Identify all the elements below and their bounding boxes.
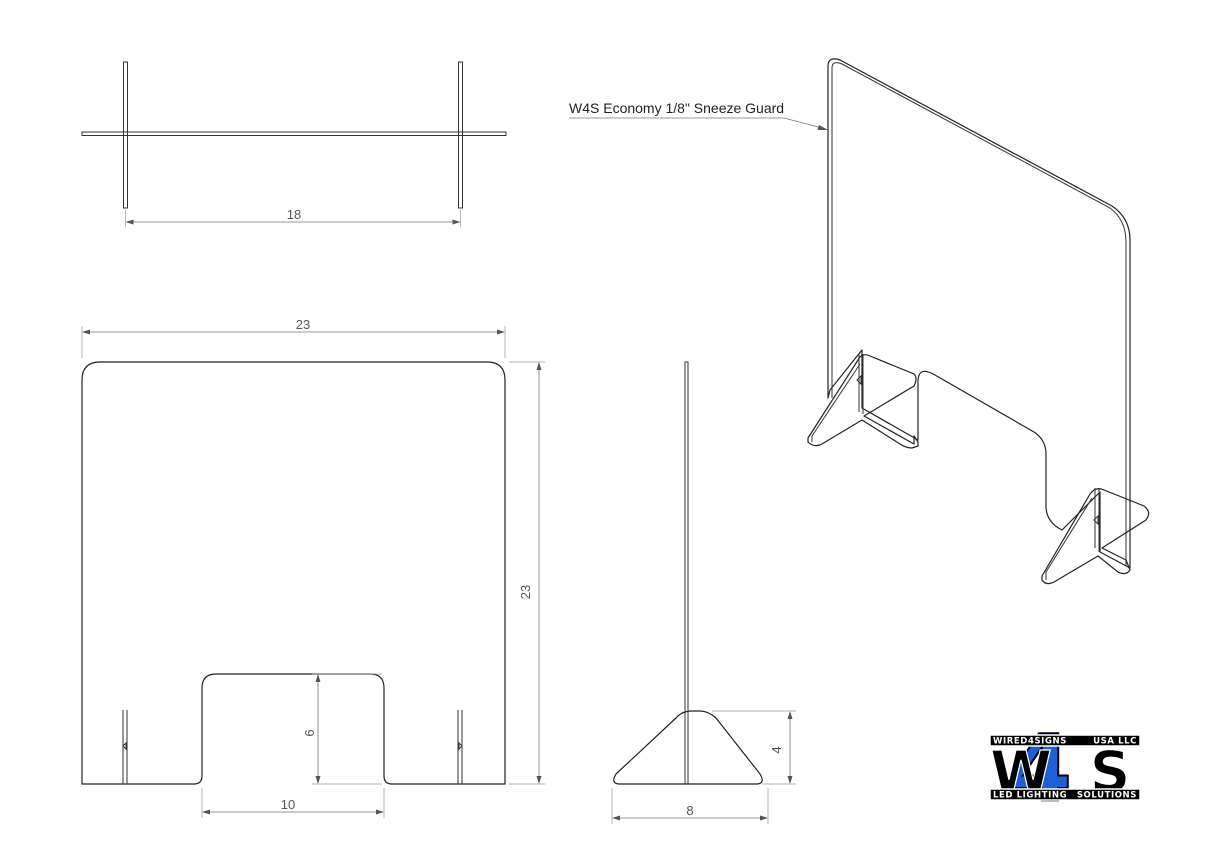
top-view: 18 [81, 61, 507, 227]
cutout-width-dimension: 10 [281, 797, 295, 812]
logo-bottom-right: SOLUTIONS [1077, 791, 1137, 801]
logo-main-4: 4 [1008, 715, 1072, 822]
company-logo: 4 WIRED4SIGNS USA LLC W S LED LIGHTING S… [989, 714, 1141, 823]
side-height-dimension: 4 [769, 746, 784, 753]
isometric-view: W4S Economy 1/8" Sneeze Guard [569, 58, 1150, 585]
top-view-right-foot [458, 61, 463, 209]
logo-bottom-left: LED LIGHTING [993, 791, 1067, 801]
logo-top-left: WIRED4SIGNS [993, 737, 1067, 747]
front-height-dimension: 23 [518, 585, 533, 599]
logo-top-right: USA LLC [1093, 737, 1137, 747]
front-width-dimension: 23 [296, 317, 310, 332]
front-view: 23 23 6 10 [81, 317, 545, 818]
top-width-dimension: 18 [287, 207, 301, 222]
callout-label: W4S Economy 1/8" Sneeze Guard [569, 100, 784, 116]
top-view-panel [81, 131, 507, 136]
iso-panel-outline [827, 58, 1131, 569]
side-view-panel [684, 361, 689, 785]
side-width-dimension: 8 [686, 803, 693, 818]
iso-left-foot [807, 354, 919, 449]
front-panel-outline [81, 361, 506, 785]
callout-leader [783, 117, 823, 129]
side-view-foot [613, 710, 763, 785]
side-view: 4 8 [611, 361, 796, 824]
cutout-height-dimension: 6 [302, 729, 317, 736]
top-view-left-foot [123, 61, 128, 209]
iso-right-foot [1041, 488, 1150, 585]
